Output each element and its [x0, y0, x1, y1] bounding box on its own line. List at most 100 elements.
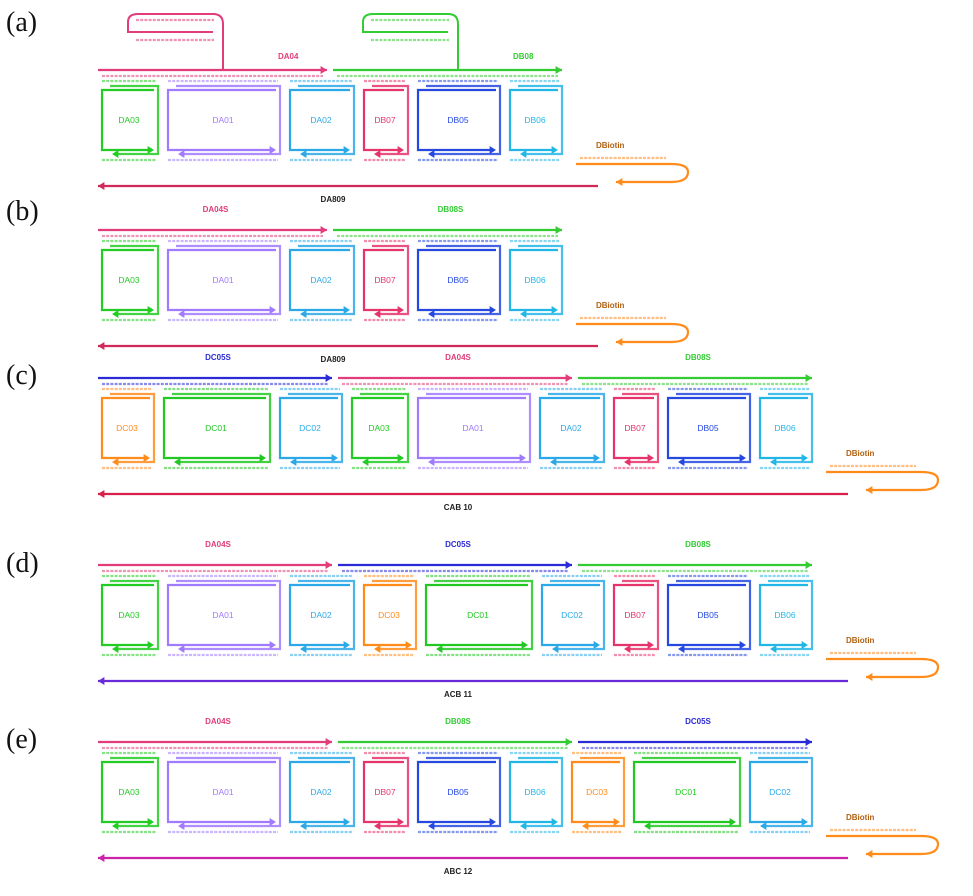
tile-db05: DB05 [416, 239, 502, 322]
tile-db06: DB06 [508, 239, 564, 322]
tile-label: DA02 [560, 423, 582, 433]
tile-label: DB06 [524, 275, 546, 285]
arrowhead [739, 454, 746, 462]
arrowhead [489, 306, 496, 314]
tile-strand [768, 392, 814, 464]
arrowhead [520, 310, 527, 318]
tile-dc02: DC02 [748, 751, 814, 834]
reporter-strand: ABC 12 [98, 854, 848, 876]
tile-label: DA02 [310, 787, 332, 797]
input-label: DB08S [685, 353, 711, 362]
tile-strand [372, 756, 410, 828]
tile-strand [540, 583, 600, 647]
tile-label: DB05 [447, 787, 469, 797]
tile-strand [362, 88, 404, 152]
biotin-label: DBiotin [846, 636, 875, 645]
tile-strand [110, 392, 156, 464]
tile-dc03: DC03 [362, 574, 418, 657]
tile-strand [372, 84, 410, 156]
arrowhead [428, 822, 435, 830]
tile-da01: DA01 [166, 751, 282, 834]
tile-label: DB07 [374, 115, 396, 125]
input-dc05s: DC05S [98, 353, 332, 386]
tile-label: DA02 [310, 275, 332, 285]
arrowhead [616, 338, 623, 346]
arrowhead [374, 150, 381, 158]
tile-strand [570, 760, 620, 824]
biotin-hairpin [826, 470, 940, 492]
arrowhead [259, 454, 266, 462]
tile-da02: DA02 [288, 574, 356, 657]
tile-strand [176, 84, 282, 156]
tile-label: DB05 [447, 275, 469, 285]
input-dc05s: DC05S [338, 540, 572, 573]
arrowhead [320, 226, 327, 234]
tile-label: DB06 [524, 787, 546, 797]
tile-db06: DB06 [508, 751, 564, 834]
tile-label: DC03 [116, 423, 138, 433]
tile-strand [298, 84, 356, 156]
arrowhead [362, 458, 369, 466]
tile-strand [768, 579, 814, 651]
arrowhead [143, 454, 150, 462]
arrowhead [428, 310, 435, 318]
tile-label: DB07 [624, 610, 646, 620]
tile-label: DA03 [118, 115, 140, 125]
arrowhead [98, 182, 105, 190]
arrowhead [147, 146, 154, 154]
arrowhead [428, 150, 435, 158]
tile-db07: DB07 [612, 387, 660, 470]
arrowhead [269, 818, 276, 826]
arrowhead [555, 226, 562, 234]
input-label: DC05S [445, 540, 471, 549]
tile-strand [424, 583, 528, 647]
tile-strand [426, 244, 502, 316]
arrowhead [178, 150, 185, 158]
tile-strand [298, 579, 356, 651]
arrowhead [678, 458, 685, 466]
tile-strand [100, 583, 154, 647]
arrowhead [112, 645, 119, 653]
tile-label: DC01 [675, 787, 697, 797]
reporter-strand: DA809 [98, 182, 598, 204]
arrowhead [374, 645, 381, 653]
tile-strand [100, 396, 150, 460]
tile-da03: DA03 [100, 574, 160, 657]
input-da04s: DA04S [338, 353, 572, 386]
arrowhead [519, 454, 526, 462]
input-label: DB08S [438, 205, 464, 214]
arrowhead [374, 822, 381, 830]
tile-strand [580, 756, 626, 828]
input-label: DA04S [203, 205, 229, 214]
arrowhead [805, 738, 812, 746]
tile-strand [538, 396, 600, 460]
reporter-label: DA809 [321, 195, 346, 204]
tile-label: DA01 [212, 610, 234, 620]
arrowhead [565, 374, 572, 382]
tile-strand [612, 396, 654, 460]
tile-label: DB05 [447, 115, 469, 125]
arrowhead [729, 818, 736, 826]
arrowhead [300, 310, 307, 318]
tile-label: DA03 [368, 423, 390, 433]
tile-dc03: DC03 [100, 387, 156, 470]
tile-label: DB07 [374, 275, 396, 285]
input-da04s: DA04S [98, 540, 332, 573]
tile-strand [372, 579, 418, 651]
tile-strand [426, 84, 502, 156]
tile-label: DB06 [774, 423, 796, 433]
tile-label: DA01 [212, 115, 234, 125]
tile-strand [350, 396, 404, 460]
biotin-hairpin [826, 834, 940, 856]
tile-strand [632, 760, 736, 824]
tile-strand [176, 756, 282, 828]
tile-label: DB06 [524, 115, 546, 125]
panel-label-e: (e) [6, 724, 37, 755]
arrowhead [520, 150, 527, 158]
arrowhead [678, 645, 685, 653]
input-label: DB08S [685, 540, 711, 549]
tile-strand [548, 392, 606, 464]
input-da04s: DA04S [98, 205, 327, 238]
